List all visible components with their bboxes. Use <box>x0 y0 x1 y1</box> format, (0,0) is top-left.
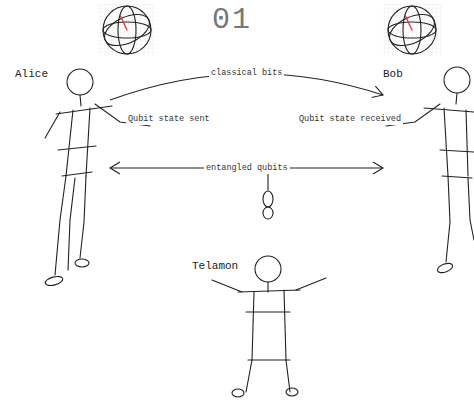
person-name: Telamon <box>192 260 238 273</box>
entanglement-helix <box>263 172 273 219</box>
stick-figure-node: Bob <box>383 64 474 280</box>
stick-figure <box>44 69 150 287</box>
edge-label: classical bits <box>209 68 284 79</box>
bloch-sphere <box>98 4 156 56</box>
bloch-sphere <box>383 4 441 56</box>
edge-label: entangled qubits <box>204 163 290 174</box>
person-name: Alice <box>15 68 48 81</box>
stick-figure-node: Alice <box>15 64 110 280</box>
annotation: Qubit state received <box>297 114 403 125</box>
annotation: Qubit state sent <box>126 114 212 125</box>
person-name: Bob <box>383 68 403 81</box>
slide-number: 01 <box>210 4 254 36</box>
stick-figure <box>212 256 326 397</box>
stick-figure-node: Telamon <box>192 256 332 396</box>
stick-figure <box>386 67 474 274</box>
